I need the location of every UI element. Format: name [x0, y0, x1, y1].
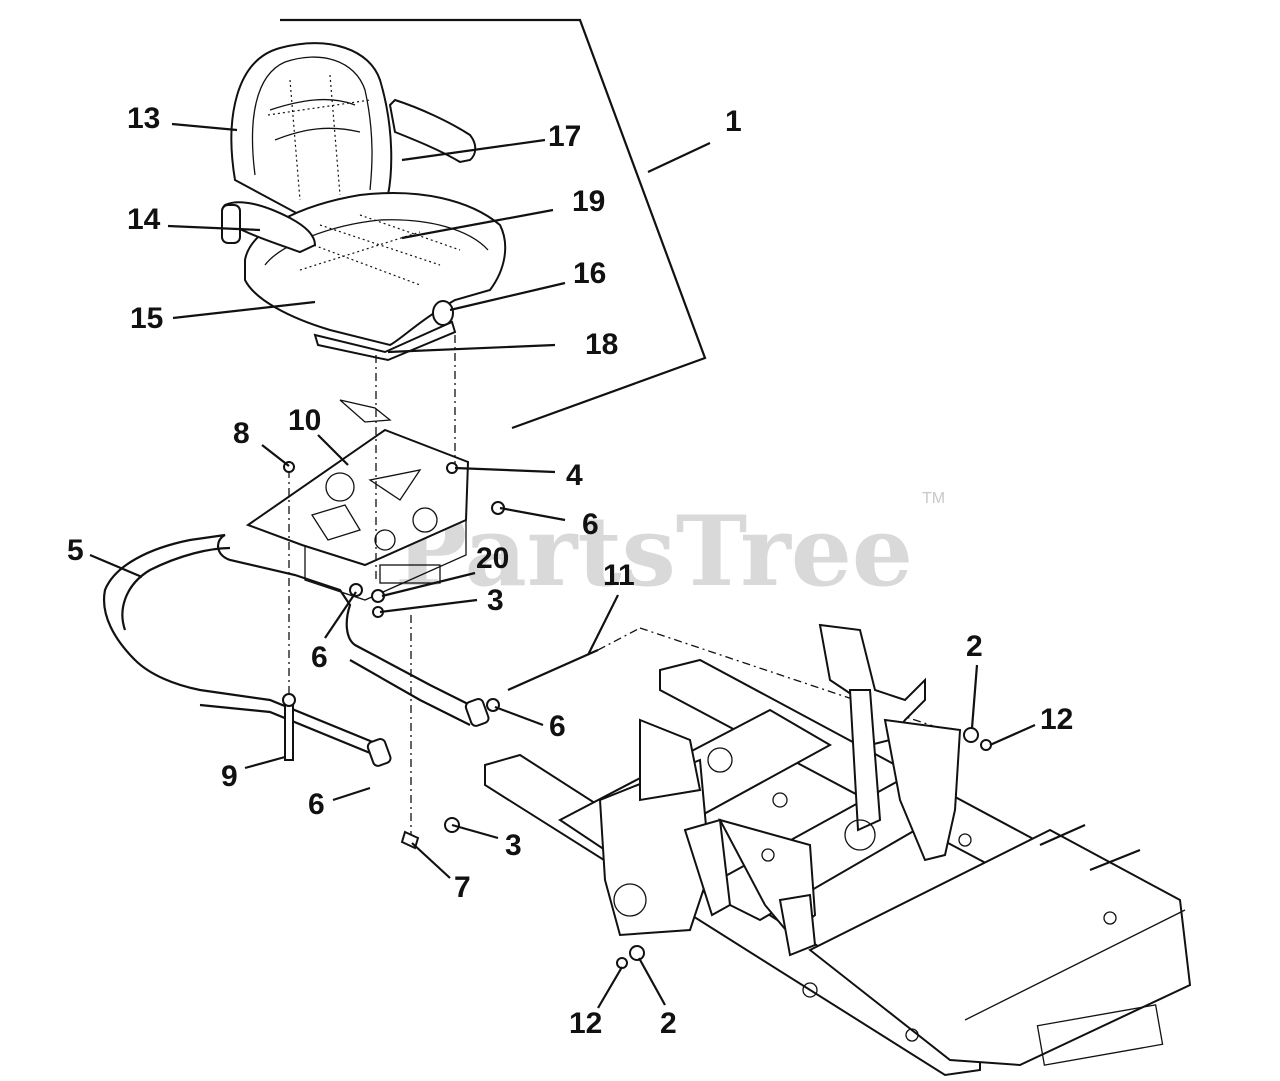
- part-label-12b: 12: [569, 1007, 602, 1040]
- part-label-6d: 6: [308, 788, 325, 821]
- part-labels: 13 17 1 14 19 16 15 18 8 10 4 6 5 20 3 1…: [67, 102, 1073, 1040]
- part-label-6a: 6: [582, 508, 599, 541]
- part-label-8: 8: [233, 417, 250, 450]
- leader-lines: [89, 122, 1036, 1009]
- part-label-10: 10: [288, 404, 321, 437]
- seat-assembly-bracket: [280, 18, 707, 430]
- safety-switch: [339, 399, 392, 423]
- part-label-17: 17: [548, 120, 581, 153]
- part-label-13: 13: [127, 102, 160, 135]
- hardware-parts: [282, 461, 992, 969]
- watermark-text: PartsTree: [395, 495, 913, 608]
- watermark-trademark: TM: [922, 490, 945, 507]
- connecting-rod: [507, 627, 961, 736]
- part-label-18: 18: [585, 328, 618, 361]
- part-label-15: 15: [130, 302, 163, 335]
- part-label-16: 16: [573, 257, 606, 290]
- part-label-7: 7: [454, 871, 471, 904]
- part-label-6b: 6: [311, 641, 328, 674]
- part-label-19: 19: [572, 185, 605, 218]
- part-label-4: 4: [566, 459, 583, 492]
- part-label-5: 5: [67, 534, 84, 567]
- seat-plate: [245, 428, 470, 601]
- part-label-2b: 2: [660, 1007, 677, 1040]
- part-label-14: 14: [127, 203, 161, 236]
- part-label-6c: 6: [549, 710, 566, 743]
- assembly-center-lines: [288, 335, 456, 835]
- part-label-1: 1: [725, 105, 742, 138]
- part-label-3b: 3: [505, 829, 522, 862]
- tractor-frame: [484, 623, 1192, 1077]
- part-label-9: 9: [221, 760, 238, 793]
- seat-support-frame: [102, 533, 490, 767]
- part-label-12a: 12: [1040, 703, 1073, 736]
- part-label-3a: 3: [487, 584, 504, 617]
- part-label-20: 20: [476, 542, 509, 575]
- part-label-11: 11: [603, 559, 635, 592]
- seat-drawing: [221, 42, 507, 362]
- part-label-2a: 2: [966, 630, 983, 663]
